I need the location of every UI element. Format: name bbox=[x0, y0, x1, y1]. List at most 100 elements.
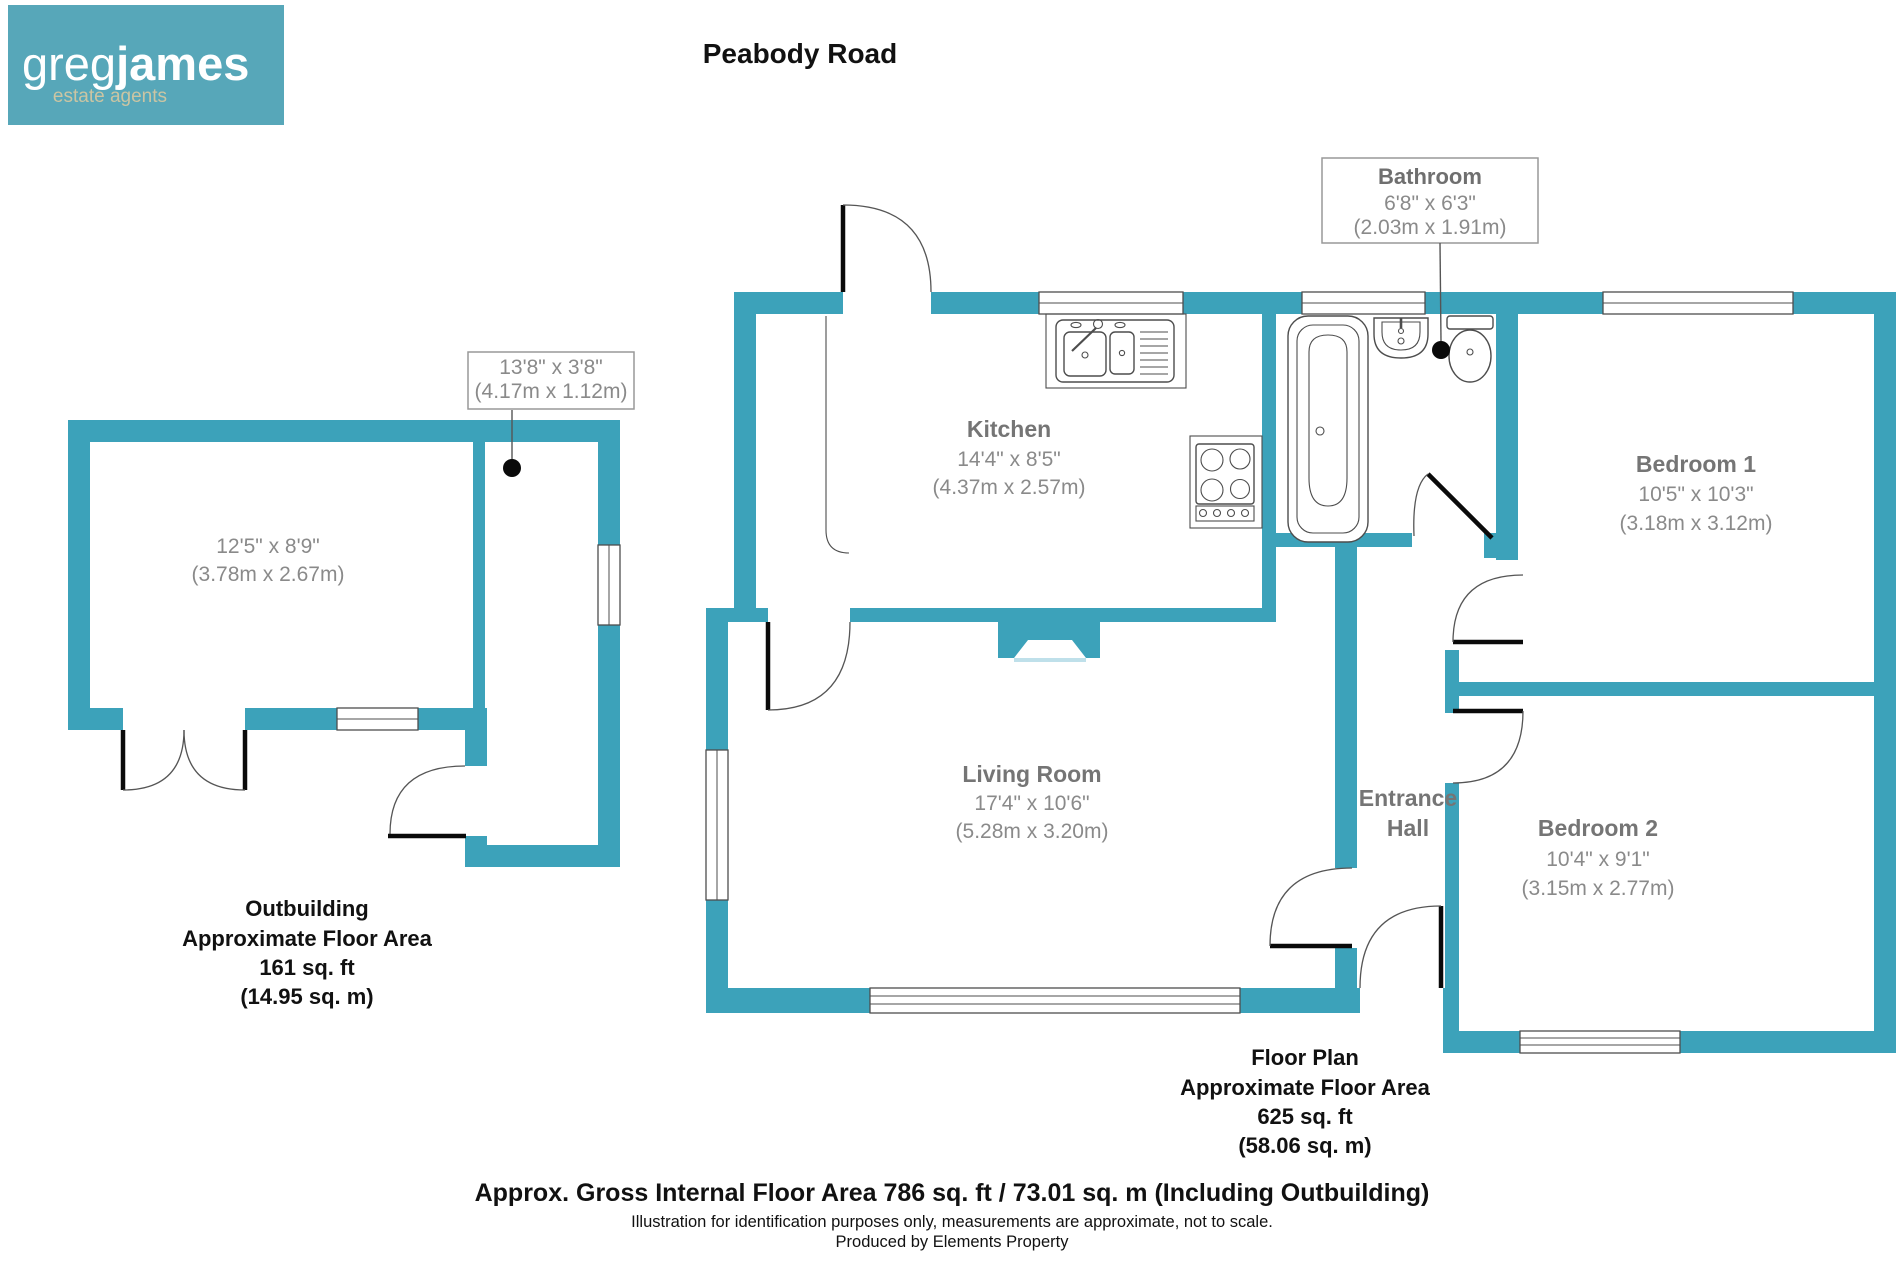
hob-knob bbox=[1226, 508, 1236, 518]
bedroom1-dimensions-metric: (3.18m x 3.12m) bbox=[1620, 512, 1773, 535]
bedroom2-dimensions-imperial: 10'4" x 9'1" bbox=[1546, 848, 1650, 871]
kitchen-counter bbox=[825, 313, 1263, 554]
logo-tagline: estate agents bbox=[53, 86, 167, 107]
outbuilding-corridor-door bbox=[388, 765, 466, 839]
logo-word-james: james bbox=[115, 37, 249, 90]
bathroom-dimensions-imperial: 6'8" x 6'3" bbox=[1384, 192, 1476, 215]
burner bbox=[1229, 448, 1251, 470]
wall-segment bbox=[734, 314, 756, 622]
hob-knob bbox=[1198, 508, 1208, 518]
bedroom2-window bbox=[1519, 1030, 1681, 1054]
burner bbox=[1200, 448, 1224, 472]
bedroom1-dimensions-imperial: 10'5" x 10'3" bbox=[1638, 483, 1753, 506]
hob-control-panel bbox=[1195, 505, 1255, 522]
kitchen-sink bbox=[1055, 318, 1175, 383]
kitchen-dimensions-imperial: 14'4" x 8'5" bbox=[957, 448, 1061, 471]
sink-tap bbox=[1070, 318, 1126, 359]
kitchen-dimensions-metric: (4.37m x 2.57m) bbox=[933, 476, 1086, 499]
burner bbox=[1200, 478, 1224, 502]
strip-dimensions-imperial: 13'8" x 3'8" bbox=[499, 356, 603, 379]
counter-outline bbox=[825, 316, 850, 554]
sink-basin-small bbox=[1109, 331, 1135, 375]
wall-segment bbox=[706, 608, 768, 622]
outbuilding-area-line2: Approximate Floor Area bbox=[182, 926, 433, 951]
wall-segment bbox=[473, 442, 485, 708]
wall-segment bbox=[598, 442, 620, 545]
hob-knob bbox=[1212, 508, 1222, 518]
wall-segment bbox=[1262, 314, 1276, 622]
kitchen-label: Kitchen bbox=[967, 416, 1051, 442]
hob bbox=[1195, 443, 1255, 522]
wall-segment bbox=[598, 625, 620, 845]
floor-plan-area-sqft: 625 sq. ft bbox=[1257, 1104, 1353, 1129]
wall-segment bbox=[1459, 682, 1874, 696]
main-plan-walls bbox=[706, 292, 1896, 1053]
bathroom-door bbox=[1413, 472, 1494, 540]
bathroom-window bbox=[1301, 291, 1426, 315]
door-swing bbox=[1452, 574, 1524, 643]
disclaimer-text: Illustration for identification purposes… bbox=[631, 1213, 1273, 1231]
wall-segment bbox=[850, 608, 998, 622]
outbuilding-area-summary: Outbuilding Approximate Floor Area 161 s… bbox=[182, 896, 433, 1009]
bathtub bbox=[1287, 315, 1369, 543]
outbuilding-walls bbox=[68, 420, 620, 867]
callout-anchor-dot bbox=[1432, 341, 1450, 359]
wall-segment bbox=[245, 708, 337, 730]
wall-segment bbox=[1425, 292, 1603, 314]
living-room-dimensions-imperial: 17'4" x 10'6" bbox=[974, 792, 1089, 815]
outbuilding-room-dimensions-metric: (3.78m x 2.67m) bbox=[192, 563, 345, 586]
door-swing bbox=[122, 729, 185, 791]
bedroom2-door bbox=[1452, 708, 1524, 784]
wall-segment bbox=[1183, 292, 1302, 314]
outbuilding: 12'5" x 8'9" (3.78m x 2.67m) 13'8" x 3'8… bbox=[68, 351, 635, 867]
door-swing bbox=[1452, 710, 1524, 784]
door-swing bbox=[389, 765, 466, 835]
hearth-line bbox=[1014, 658, 1086, 662]
living-room-hall-door bbox=[1269, 867, 1353, 949]
outbuilding-window-bottom bbox=[336, 707, 419, 731]
bathroom-dimensions-metric: (2.03m x 1.91m) bbox=[1354, 216, 1507, 239]
entrance-hall-label-group: Entrance Hall bbox=[1359, 785, 1457, 841]
door-swing bbox=[1413, 473, 1429, 537]
outbuilding-room-dimensions-imperial: 12'5" x 8'9" bbox=[216, 535, 320, 558]
logo-wordmark: gregjames bbox=[22, 37, 249, 90]
basin-drain bbox=[1397, 337, 1405, 345]
wall-segment bbox=[1496, 314, 1518, 560]
gross-internal-area-text: Approx. Gross Internal Floor Area 786 sq… bbox=[475, 1179, 1430, 1207]
kitchen-window bbox=[1038, 291, 1184, 315]
wash-basin bbox=[1373, 317, 1429, 359]
kitchen-living-room-door bbox=[765, 621, 851, 711]
bedroom1-label: Bedroom 1 bbox=[1636, 451, 1756, 477]
wall-segment bbox=[418, 708, 487, 730]
wall-segment bbox=[1100, 608, 1262, 622]
front-door bbox=[1359, 905, 1444, 989]
logo-background bbox=[8, 5, 284, 125]
fireplace-recess bbox=[1014, 640, 1086, 658]
living-room-dimensions-metric: (5.28m x 3.20m) bbox=[956, 820, 1109, 843]
door-swing bbox=[1359, 905, 1442, 989]
wall-segment bbox=[465, 730, 487, 766]
wall-segment bbox=[1445, 650, 1459, 713]
door-swing bbox=[767, 621, 851, 711]
wall-segment bbox=[465, 845, 620, 867]
bedroom1-door bbox=[1452, 574, 1524, 645]
toilet-bowl bbox=[1448, 329, 1492, 383]
door-swing bbox=[842, 204, 932, 293]
wall-segment bbox=[1793, 292, 1896, 314]
outbuilding-area-sqft: 161 sq. ft bbox=[259, 955, 355, 980]
outbuilding-area-title: Outbuilding bbox=[245, 896, 368, 921]
living-room-label-group: Living Room 17'4" x 10'6" (5.28m x 3.20m… bbox=[956, 761, 1109, 843]
callout-box bbox=[1321, 157, 1539, 244]
outbuilding-strip-callout: 13'8" x 3'8" (4.17m x 1.12m) bbox=[467, 351, 635, 477]
counter-outline bbox=[1189, 435, 1263, 529]
footer: Approx. Gross Internal Floor Area 786 sq… bbox=[475, 1179, 1430, 1251]
callout-box bbox=[467, 351, 635, 410]
outbuilding-french-doors bbox=[120, 729, 248, 791]
sink-drainer bbox=[1140, 331, 1168, 375]
main-plan: Bathroom 6'8" x 6'3" (2.03m x 1.91m) Kit… bbox=[705, 157, 1896, 1054]
entrance-hall-label-line1: Entrance bbox=[1359, 785, 1457, 811]
floor-plan-area-summary: Floor Plan Approximate Floor Area 625 sq… bbox=[1180, 1045, 1431, 1158]
wall-segment bbox=[1240, 988, 1360, 1013]
